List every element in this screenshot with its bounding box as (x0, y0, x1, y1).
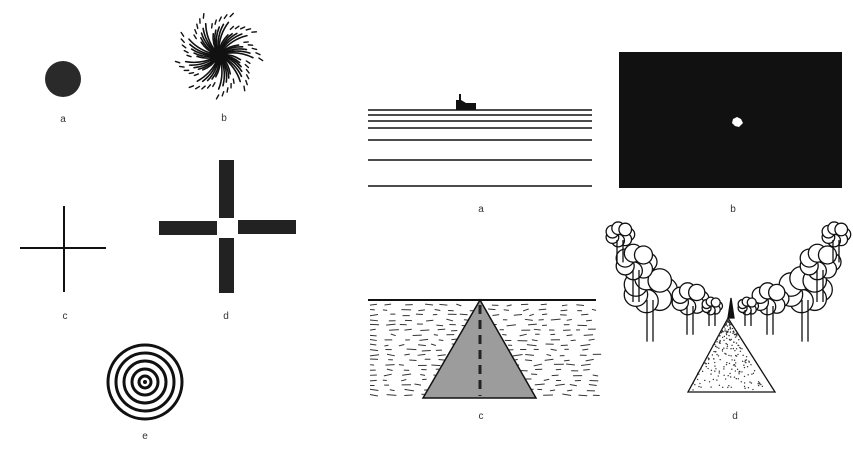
radial-burst (175, 13, 262, 99)
horizon-lines (368, 110, 592, 186)
horizon-building (456, 94, 476, 110)
thin-cross (20, 206, 106, 292)
road-scene (368, 300, 601, 398)
label-right-b: b (730, 204, 736, 215)
label-left-a: a (60, 114, 66, 125)
label-right-d: d (732, 411, 738, 422)
label-left-d: d (223, 311, 229, 322)
label-left-b: b (221, 113, 227, 124)
label-left-e: e (142, 431, 148, 442)
dark-field (619, 52, 842, 188)
label-right-c: c (479, 411, 484, 422)
tree-avenue (606, 222, 851, 392)
label-left-c: c (63, 311, 68, 322)
label-right-a: a (478, 204, 484, 215)
thick-cross (159, 160, 296, 293)
solid-dot (45, 61, 81, 97)
